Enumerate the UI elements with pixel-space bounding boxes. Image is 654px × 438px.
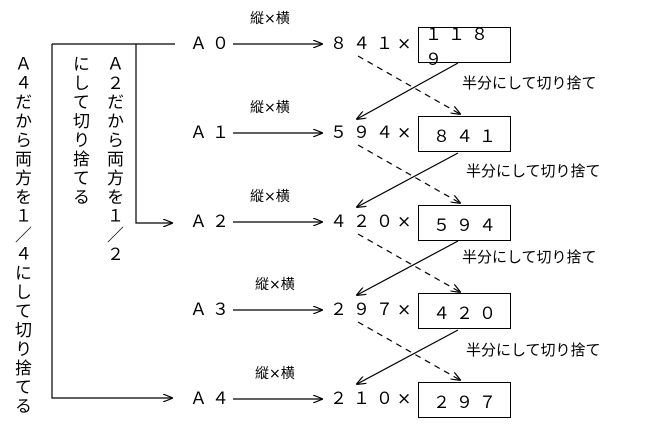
times-a4: × — [397, 389, 418, 409]
short-side-a2: ４２０ — [330, 212, 399, 232]
arrow-label-a1: 縦×横 — [250, 100, 290, 116]
arrow-label-a4: 縦×横 — [255, 366, 295, 382]
short-side-a3: ２９７ — [330, 300, 399, 320]
times-a2: × — [397, 212, 418, 232]
halve-arrow-1 — [357, 62, 459, 119]
carry-arrow-3 — [357, 233, 460, 292]
times-a1: × — [397, 123, 418, 143]
long-side-box-a2: ５９４ — [418, 205, 511, 241]
long-side-box-a0: １１８９ — [418, 25, 511, 70]
times-a0: × — [397, 34, 418, 54]
carry-arrow-4 — [357, 321, 460, 380]
carry-arrow-1 — [357, 55, 460, 114]
halve-arrow-2 — [357, 152, 459, 207]
halve-label-3: 半分にして切り捨て — [462, 248, 597, 266]
series-label-a3: Ａ３ — [190, 300, 234, 320]
series-label-a2: Ａ２ — [190, 212, 234, 232]
halve-label-2: 半分にして切り捨て — [466, 162, 601, 180]
long-side-box-a4: ２９７ — [418, 382, 511, 418]
carry-arrow-2 — [357, 144, 460, 203]
arrow-label-a2: 縦×横 — [250, 189, 290, 205]
bracket-a0-to-a2 — [135, 44, 172, 223]
half-note-col2: にして切り捨てる — [69, 55, 89, 207]
short-side-a0: ８４１ — [330, 34, 399, 54]
half-note-col1: Ａ２だから両方を１／２ — [103, 55, 123, 264]
halve-arrow-4 — [357, 329, 459, 384]
halve-label-1: 半分にして切り捨て — [462, 74, 597, 92]
short-side-a4: ２１０ — [330, 389, 399, 409]
series-label-a1: Ａ１ — [190, 123, 234, 143]
arrow-label-a0: 縦×横 — [250, 11, 290, 27]
halve-label-4: 半分にして切り捨て — [466, 341, 601, 359]
long-side-box-a1: ８４１ — [418, 116, 511, 152]
series-label-a0: Ａ０ — [190, 34, 234, 54]
bracket-a0-to-a4 — [51, 44, 172, 398]
quarter-note: Ａ４だから両方を１／４にして切り捨てる — [11, 55, 31, 416]
series-label-a4: Ａ４ — [190, 389, 234, 409]
arrow-label-a3: 縦×横 — [255, 277, 295, 293]
long-side-box-a3: ４２０ — [418, 293, 511, 329]
times-a3: × — [397, 300, 418, 320]
halve-arrow-3 — [357, 240, 459, 295]
short-side-a1: ５９４ — [330, 123, 399, 143]
